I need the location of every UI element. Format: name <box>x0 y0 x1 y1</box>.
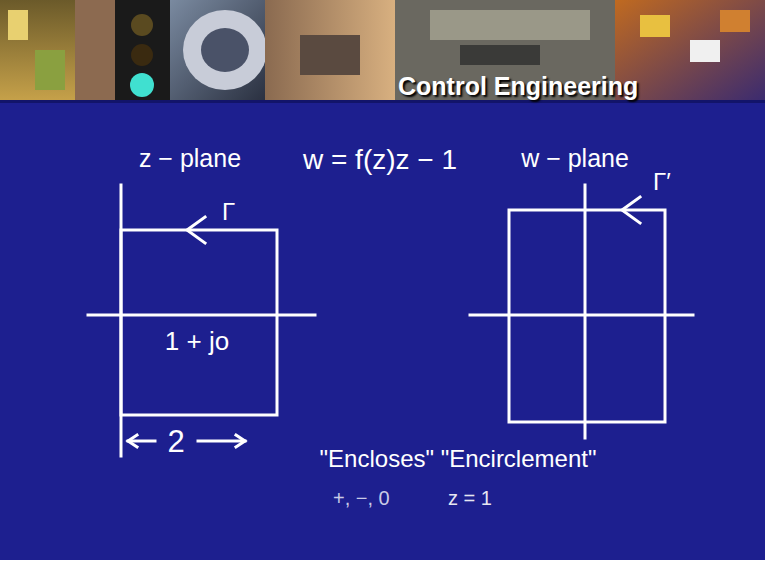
w-contour <box>509 210 665 422</box>
point-label: 1 + jo <box>165 328 229 354</box>
w-real-axis <box>470 314 693 317</box>
mapping-formula: w = f(z)z − 1 <box>303 146 457 174</box>
value-note: z = 1 <box>448 488 492 508</box>
plane-title: w − plane <box>521 146 629 171</box>
dimension-value: 2 <box>167 426 184 457</box>
dimension-arrow <box>128 435 137 447</box>
w-contour-arrow <box>622 197 640 223</box>
contour-label: Γ <box>222 200 235 224</box>
contour-label: Γ′ <box>653 170 671 194</box>
z-contour-arrow <box>187 217 205 243</box>
z-contour <box>121 230 277 415</box>
term-note: "Encloses" "Encirclement" <box>320 447 597 471</box>
sign-note: +, −, 0 <box>333 488 390 508</box>
plane-title: z − plane <box>139 146 241 171</box>
dimension-arrow <box>236 435 245 447</box>
dimension-line <box>198 440 245 443</box>
banner-title: Control Engineering <box>398 74 638 99</box>
w-imag-axis <box>584 185 587 438</box>
